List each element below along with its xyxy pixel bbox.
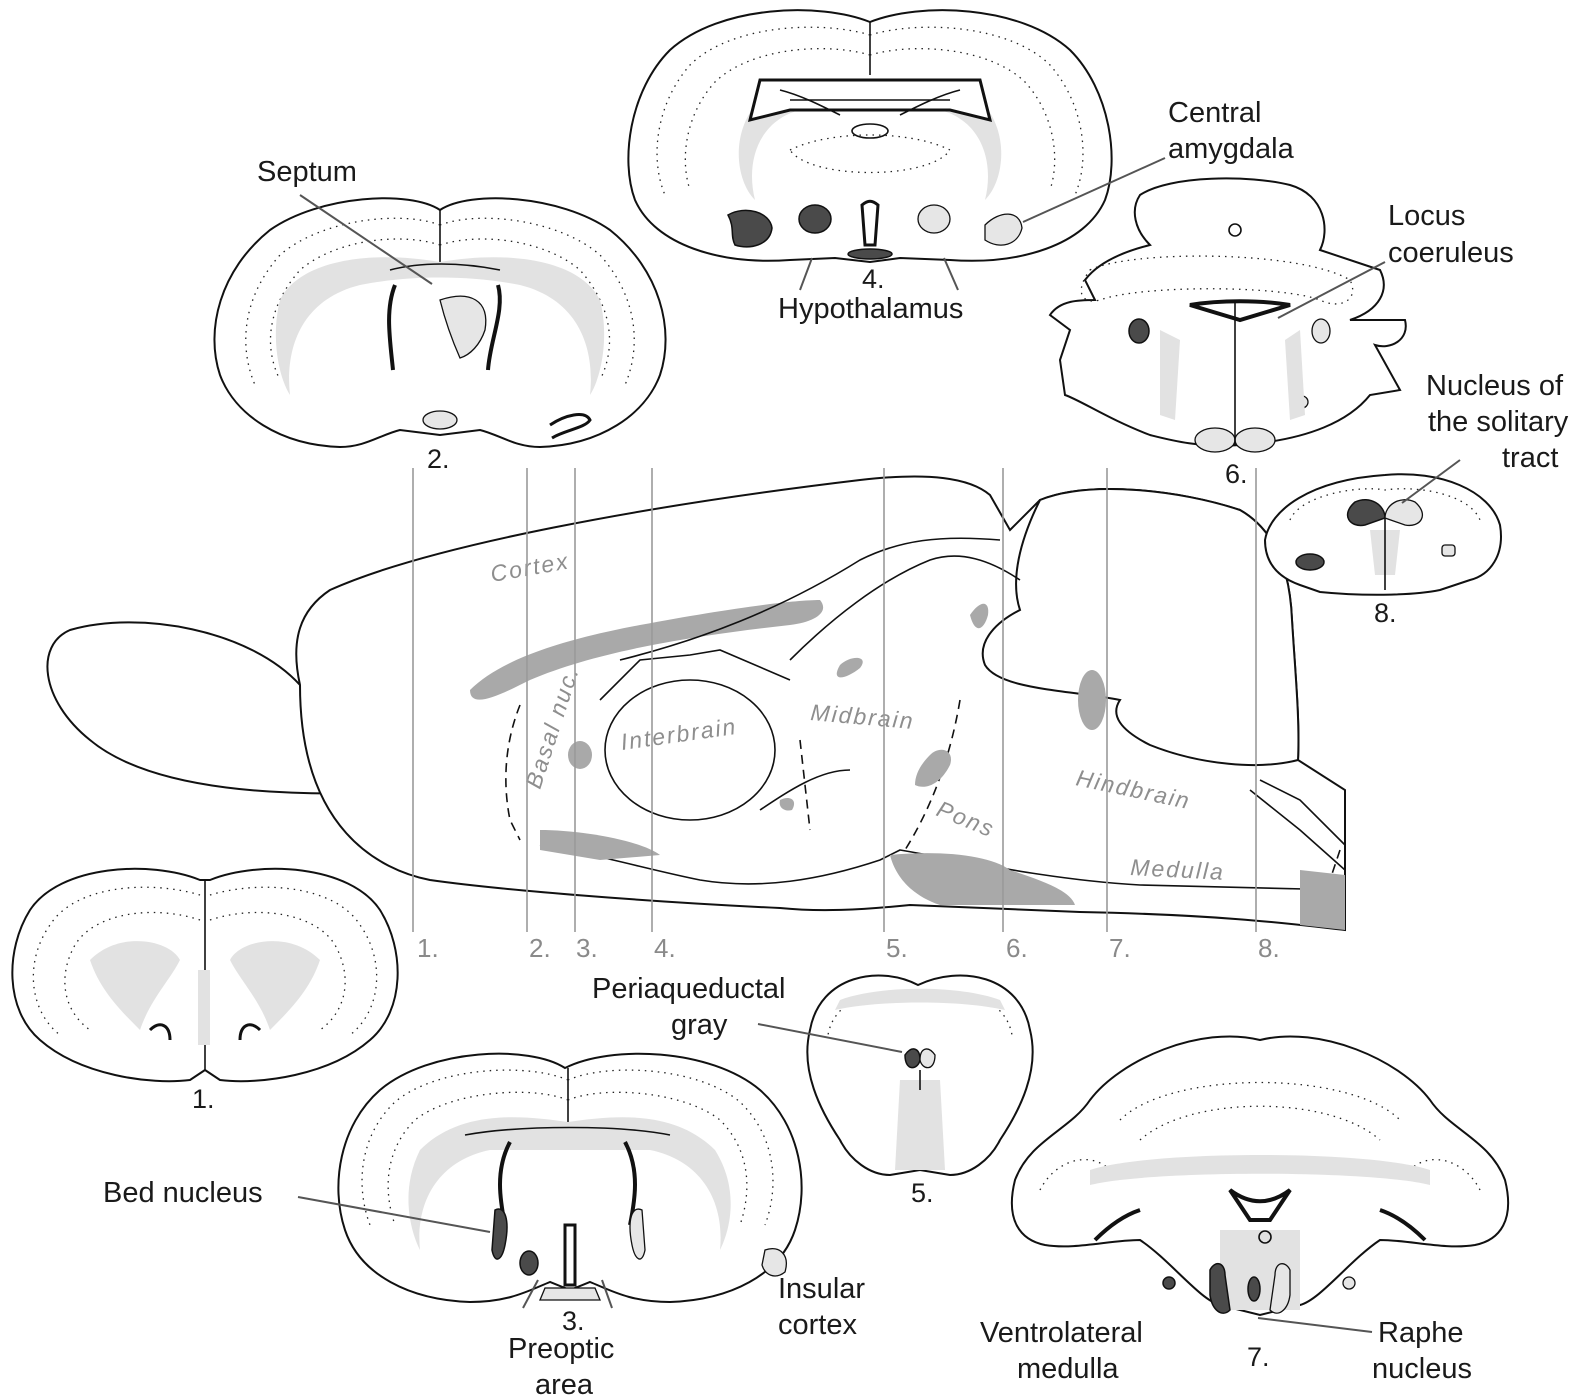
section-number-6: 6. <box>1225 459 1248 489</box>
label-hypothalamus: Hypothalamus <box>778 293 963 325</box>
section-mark-5: 5. <box>886 933 908 963</box>
label-central-amygdala-1: Central <box>1168 97 1262 129</box>
section-number-1: 1. <box>192 1084 215 1114</box>
section-number-5: 5. <box>911 1178 934 1208</box>
section-number-4: 4. <box>862 264 885 294</box>
label-preoptic-1: Preoptic <box>508 1333 614 1365</box>
section-mark-4: 4. <box>654 933 676 963</box>
section-4: 4. Hypothalamus Central amygdala <box>627 9 1295 325</box>
label-nucleus-solitary-2: the solitary <box>1428 406 1569 438</box>
label-bed-nucleus: Bed nucleus <box>103 1177 263 1209</box>
section-number-3: 3. <box>562 1306 585 1336</box>
interbrain-region <box>604 679 776 821</box>
corpus-callosum <box>470 600 824 700</box>
label-ventrolateral-1: Ventrolateral <box>980 1317 1143 1349</box>
section-number-2: 2. <box>427 444 450 474</box>
label-raphe-1: Raphe <box>1378 1317 1463 1349</box>
label-nucleus-solitary-3: tract <box>1502 442 1558 474</box>
section-mark-2: 2. <box>529 933 551 963</box>
label-insular-2: cortex <box>778 1309 857 1341</box>
section-mark-1: 1. <box>417 933 439 963</box>
label-central-amygdala-2: amygdala <box>1168 133 1295 165</box>
section-3: 3. Bed nucleus Insular cortex Preoptic a… <box>103 1052 865 1398</box>
label-locus-coeruleus-1: Locus <box>1388 200 1465 232</box>
section-number-8: 8. <box>1374 598 1397 628</box>
section-1: 1. <box>11 867 399 1114</box>
cerebellum <box>981 488 1300 766</box>
label-periaqueductal-2: gray <box>671 1009 728 1041</box>
label-nucleus-solitary-1: Nucleus of <box>1426 370 1564 402</box>
section-7: 7. Ventrolateral medulla Raphe nucleus <box>980 1035 1510 1385</box>
pons-tract <box>890 853 1075 905</box>
label-periaqueductal-1: Periaqueductal <box>592 973 785 1005</box>
section-mark-6: 6. <box>1006 933 1028 963</box>
label-locus-coeruleus-2: coeruleus <box>1388 237 1514 269</box>
section-6: 6. Locus coeruleus <box>1048 177 1514 489</box>
section-mark-8: 8. <box>1258 933 1280 963</box>
section-mark-7: 7. <box>1109 933 1131 963</box>
label-preoptic-2: area <box>535 1369 594 1398</box>
sagittal-brain-view: Cortex Basal nuc. Interbrain Midbrain Po… <box>46 468 1346 963</box>
section-2: 2. Septum <box>213 156 667 474</box>
section-mark-3: 3. <box>576 933 598 963</box>
region-label-medulla: Medulla <box>1130 854 1226 885</box>
section-5: 5. Periaqueductal gray <box>592 973 1034 1208</box>
label-septum: Septum <box>257 156 357 188</box>
label-raphe-2: nucleus <box>1372 1353 1472 1385</box>
section-number-7: 7. <box>1247 1342 1270 1372</box>
label-ventrolateral-2: medulla <box>1017 1353 1119 1385</box>
label-insular-1: Insular <box>778 1273 865 1305</box>
section-8: 8. Nucleus of the solitary tract <box>1263 370 1569 628</box>
